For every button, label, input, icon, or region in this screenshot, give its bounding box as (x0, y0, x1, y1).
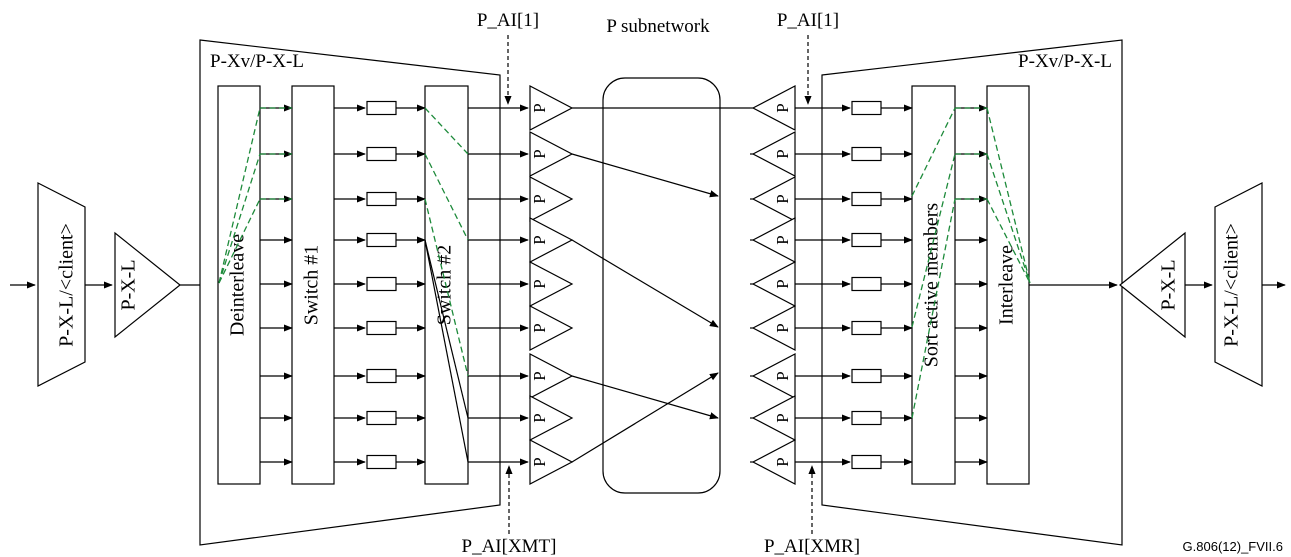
switch2-path-2 (424, 153, 469, 241)
interleave-path-3 (986, 198, 1031, 284)
blocked-line-1 (424, 239, 469, 419)
member-buffer-idle (366, 276, 397, 292)
switch2-label: Switch #2 (434, 245, 456, 326)
p-source-label: P (530, 149, 549, 158)
p-sink-label: P (773, 149, 792, 158)
client-adaptation-left-label: P-X-L/<client> (56, 223, 78, 347)
p-sink-label: P (773, 371, 792, 380)
p-source-triangle (529, 176, 574, 222)
switch1-block (291, 85, 335, 485)
right-active-paths (911, 107, 1031, 419)
pxl-triangle-left-label: P-X-L (118, 259, 140, 310)
deinterleave-path-3 (218, 198, 261, 284)
blocked-line-2 (424, 239, 469, 463)
conn-2 (571, 153, 719, 198)
member-buffer-idle (851, 454, 882, 470)
member-buffer-active (851, 320, 882, 336)
p-sink-label: P (773, 235, 792, 244)
blocked-member-lines (424, 239, 469, 463)
member-buffer-active (851, 410, 882, 426)
member-buffer-idle (851, 276, 882, 292)
p-source-label: P (530, 457, 549, 466)
switch2-path-3 (424, 198, 469, 377)
pxv-left-label: P-Xv/P-X-L (210, 51, 304, 72)
deinterleave-block (217, 85, 261, 485)
interleave-label: Interleave (996, 245, 1018, 325)
member-buffer-idle (366, 410, 397, 426)
member-buffer-idle (366, 320, 397, 336)
p-sink-label: P (773, 103, 792, 112)
deinterleave-label: Deinterleave (227, 234, 249, 336)
interleave-path-2 (986, 153, 1031, 284)
p-source-triangle (529, 261, 574, 307)
p-sink-label: P (773, 457, 792, 466)
p-ai-top-left-label: P_AI[1] (477, 10, 539, 31)
p-source-label: P (530, 103, 549, 112)
p-sink-label: P (773, 413, 792, 422)
left-member-rows (260, 100, 529, 470)
p-source-triangle (529, 305, 574, 351)
interleave-block (986, 85, 1030, 485)
conn-5 (571, 375, 719, 420)
deinterleave-path-2 (218, 153, 261, 284)
member-buffer-idle (851, 100, 882, 116)
sort-active-label: Sort active members (921, 203, 943, 368)
member-buffer-idle (366, 368, 397, 384)
pxv-right-label: P-Xv/P-X-L (1018, 51, 1112, 72)
member-buffer-active (366, 100, 397, 116)
p-source-label: P (530, 235, 549, 244)
sort-path-2 (911, 153, 956, 328)
p-sink-label: P (773, 279, 792, 288)
right-member-rows (795, 100, 988, 470)
member-buffer-blocked (366, 232, 397, 248)
conn-4 (571, 372, 719, 463)
p-source-triangle (529, 395, 574, 441)
member-buffer-active (851, 191, 882, 207)
member-buffer-active (366, 146, 397, 162)
p-triangles-source: P P P P P P P P P (529, 85, 574, 485)
p-ai-xmr-label: P_AI[XMR] (764, 536, 860, 557)
p-source-triangle (529, 353, 574, 399)
p-source-triangle (529, 217, 574, 263)
subnetwork-connections (571, 107, 750, 463)
p-source-triangle (529, 439, 574, 485)
client-adaptation-right (1214, 182, 1263, 387)
p-source-label: P (530, 371, 549, 380)
sort-path-3 (911, 198, 956, 419)
switch2-path-1 (424, 107, 469, 155)
p-ai-top-right-label: P_AI[1] (777, 10, 839, 31)
p-source-triangle (529, 85, 574, 131)
left-active-paths (218, 107, 469, 377)
member-buffer-idle (851, 146, 882, 162)
member-buffer-active (366, 191, 397, 207)
conn-3 (571, 239, 719, 328)
interleave-path-1 (986, 107, 1031, 284)
p-ai-xmt-label: P_AI[XMT] (462, 536, 557, 557)
member-buffer-idle (366, 454, 397, 470)
p-source-label: P (530, 323, 549, 332)
p-source-triangle (529, 131, 574, 177)
client-adaptation-right-label: P-X-L/<client> (1221, 223, 1243, 347)
p-sink-label: P (773, 194, 792, 203)
pxv-adaptation-right (821, 39, 1123, 546)
p-subnetwork-label: P subnetwork (606, 16, 710, 37)
sort-path-1 (911, 107, 956, 197)
deinterleave-path-1 (218, 107, 261, 284)
p-triangles-sink: P P P P P P P P P (750, 85, 796, 485)
client-adaptation-left (37, 182, 86, 387)
pxl-triangle-right-label: P-X-L (1158, 259, 1180, 310)
p-source-label: P (530, 413, 549, 422)
member-buffer-idle (851, 232, 882, 248)
p-subnetwork-box (602, 77, 721, 494)
p-source-label: P (530, 194, 549, 203)
p-sink-label: P (773, 323, 792, 332)
pxl-triangle-left (114, 231, 181, 339)
switch1-label: Switch #1 (301, 245, 323, 326)
figure-reference: G.806(12)_FVII.6 (1183, 539, 1283, 554)
member-buffer-idle (851, 368, 882, 384)
p-source-label: P (530, 279, 549, 288)
